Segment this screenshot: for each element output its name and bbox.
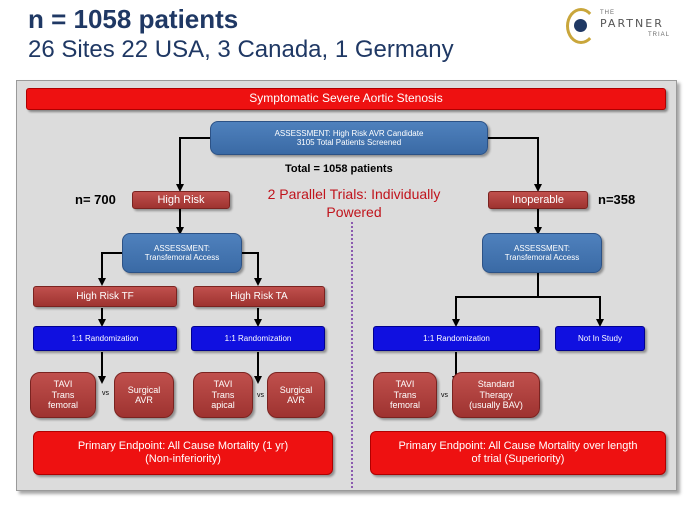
tavi-ta-line1: TAVI <box>213 379 233 390</box>
n-inoperable: n=358 <box>598 192 636 207</box>
randomization-tf-label: 1:1 Randomization <box>71 333 139 343</box>
parallel-trials-text: 2 Parallel Trials: Individually Powered <box>267 186 441 220</box>
standard-line1: Standard <box>477 379 515 390</box>
logo-the: THE <box>600 10 615 16</box>
tavi-right-line3: femoral <box>389 400 420 411</box>
tavi-tf-line1: TAVI <box>53 379 73 390</box>
high-risk-box: High Risk <box>132 191 230 209</box>
endpoint-right-line2: of trial (Superiority) <box>471 453 565 465</box>
banner-aortic-stenosis: Symptomatic Severe Aortic Stenosis <box>26 88 666 110</box>
inoperable-label: Inoperable <box>512 193 564 206</box>
surgical-tf-line1: Surgical <box>127 384 161 395</box>
endpoint-right-box: Primary Endpoint: All Cause Mortality ov… <box>370 431 666 475</box>
assessment-top-line1: ASSESSMENT: High Risk AVR Candidate <box>274 128 424 138</box>
logo-trial: TRIAL <box>648 32 671 38</box>
not-in-study-label: Not In Study <box>577 333 623 343</box>
tavi-transapical-box: TAVI Trans apical <box>193 372 253 418</box>
endpoint-right-line1: Primary Endpoint: All Cause Mortality ov… <box>398 440 638 453</box>
logo-ring-icon <box>566 8 596 44</box>
tavi-transfemoral-left-box: TAVI Trans femoral <box>30 372 96 418</box>
randomization-ta-box: 1:1 Randomization <box>191 326 325 351</box>
randomization-tf-box: 1:1 Randomization <box>33 326 177 351</box>
standard-therapy-box: Standard Therapy (usually BAV) <box>452 372 540 418</box>
vs-tf: vs <box>102 390 109 397</box>
surgical-tf-line2: AVR <box>135 395 153 405</box>
endpoint-left-box: Primary Endpoint: All Cause Mortality (1… <box>33 431 333 475</box>
high-risk-tf-label: High Risk TF <box>76 290 134 302</box>
tavi-tf-line2: Trans <box>51 389 75 400</box>
tavi-ta-line2: Trans <box>211 389 235 400</box>
vs-right: vs <box>441 392 448 399</box>
n-high-risk: n= 700 <box>75 192 116 207</box>
not-in-study-box: Not In Study <box>555 326 645 351</box>
inoperable-box: Inoperable <box>488 191 588 209</box>
randomization-right-box: 1:1 Randomization <box>373 326 540 351</box>
assessment-transfemoral-left: ASSESSMENT: Transfemoral Access <box>122 233 242 273</box>
surgical-avr-tf-box: Surgical AVR <box>114 372 174 418</box>
partner-trial-logo: THE PARTNER TRIAL <box>566 8 676 48</box>
randomization-right-label: 1:1 Randomization <box>423 333 490 343</box>
tavi-tf-line3: femoral <box>47 400 78 411</box>
total-patients: Total = 1058 patients <box>285 163 393 175</box>
standard-line2: Therapy <box>479 389 513 400</box>
tavi-right-line2: Trans <box>393 389 417 400</box>
tavi-ta-line3: apical <box>211 400 235 411</box>
high-risk-tf-box: High Risk TF <box>33 286 177 307</box>
banner-label: Symptomatic Severe Aortic Stenosis <box>249 91 443 106</box>
assessment-left-line1: ASSESSMENT: <box>153 243 210 253</box>
surgical-ta-line2: AVR <box>287 395 305 405</box>
page-title: n = 1058 patients <box>28 4 239 34</box>
tavi-transfemoral-right-box: TAVI Trans femoral <box>373 372 437 418</box>
vs-ta: vs <box>257 392 264 399</box>
assessment-right-line2: Transfemoral Access <box>504 253 580 262</box>
page-subtitle: 26 Sites 22 USA, 3 Canada, 1 Germany <box>28 36 454 63</box>
standard-line3: (usually BAV) <box>469 400 523 411</box>
surgical-avr-ta-box: Surgical AVR <box>267 372 325 418</box>
randomization-ta-label: 1:1 Randomization <box>224 333 292 343</box>
tavi-right-line1: TAVI <box>395 379 415 390</box>
endpoint-left-line1: Primary Endpoint: All Cause Mortality (1… <box>77 440 289 453</box>
assessment-left-line2: Transfemoral Access <box>144 253 220 262</box>
assessment-right-line1: ASSESSMENT: <box>513 243 570 253</box>
high-risk-ta-label: High Risk TA <box>230 290 288 302</box>
high-risk-ta-box: High Risk TA <box>193 286 325 307</box>
surgical-ta-line1: Surgical <box>279 384 313 395</box>
logo-name: PARTNER <box>600 17 664 30</box>
assessment-high-risk-avr: ASSESSMENT: High Risk AVR Candidate 3105… <box>210 121 488 155</box>
assessment-top-line2: 3105 Total Patients Screened <box>296 138 402 147</box>
logo-dot-icon <box>574 19 587 32</box>
high-risk-label: High Risk <box>157 193 205 206</box>
endpoint-left-line2: (Non-inferiority) <box>145 453 221 465</box>
assessment-transfemoral-right: ASSESSMENT: Transfemoral Access <box>482 233 602 273</box>
